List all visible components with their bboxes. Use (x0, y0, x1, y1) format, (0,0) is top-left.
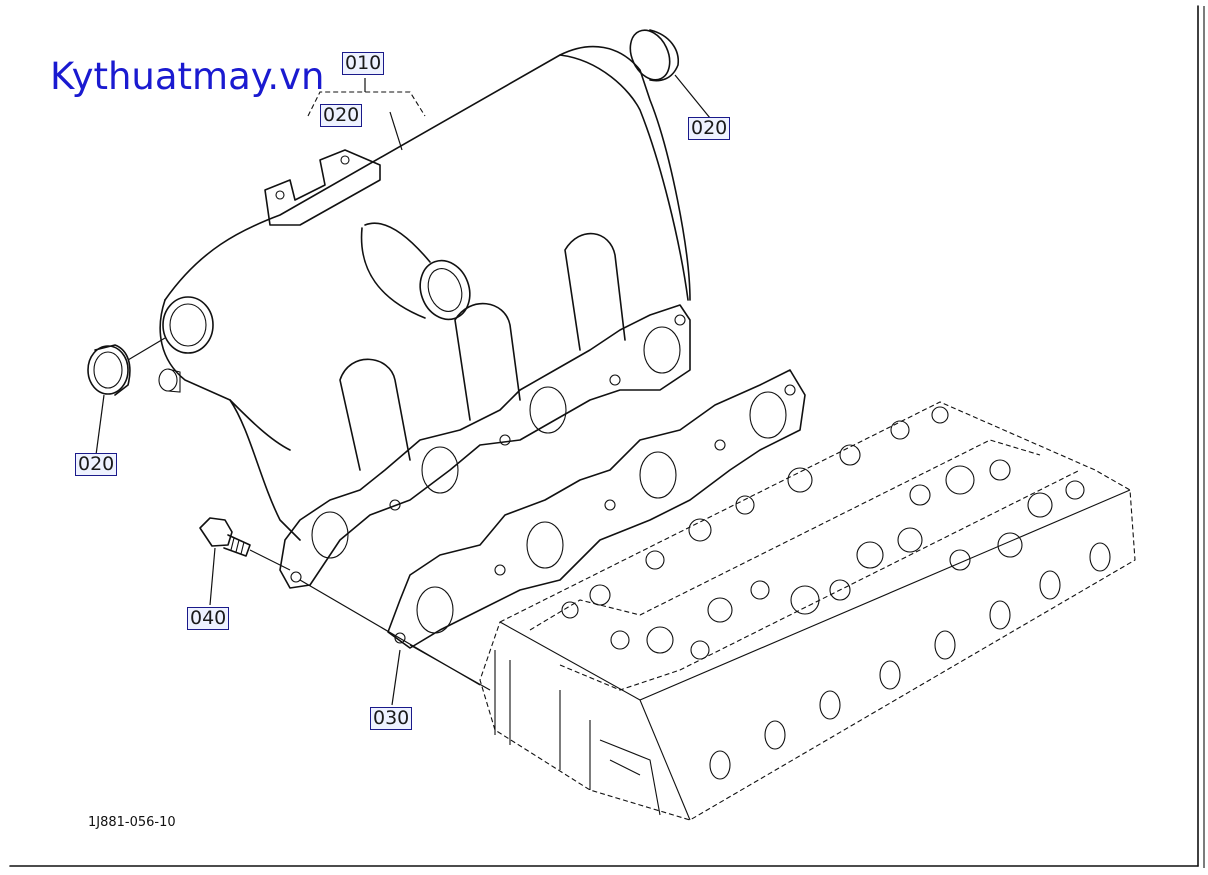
flange-bolt-icon (199, 517, 251, 557)
figure-code: 1J881-056-10 (88, 815, 176, 830)
callout-010[interactable]: 010 (342, 52, 385, 75)
callout-030-gasket[interactable]: 030 (370, 707, 413, 730)
callout-020-right-plug[interactable]: 020 (688, 117, 731, 140)
intake-manifold-icon (158, 45, 691, 589)
site-watermark: Kythuatmay.vn (50, 55, 325, 98)
callout-020-manifold[interactable]: 020 (320, 104, 363, 127)
callout-040-bolt[interactable]: 040 (187, 607, 230, 630)
callout-020-left-plug[interactable]: 020 (75, 453, 118, 476)
plug-ring-icon (87, 344, 131, 396)
leader-lines (95, 74, 711, 706)
manifold-gasket-icon (387, 369, 806, 649)
cylinder-head-icon (479, 401, 1136, 821)
plug-cap-icon (629, 29, 679, 82)
